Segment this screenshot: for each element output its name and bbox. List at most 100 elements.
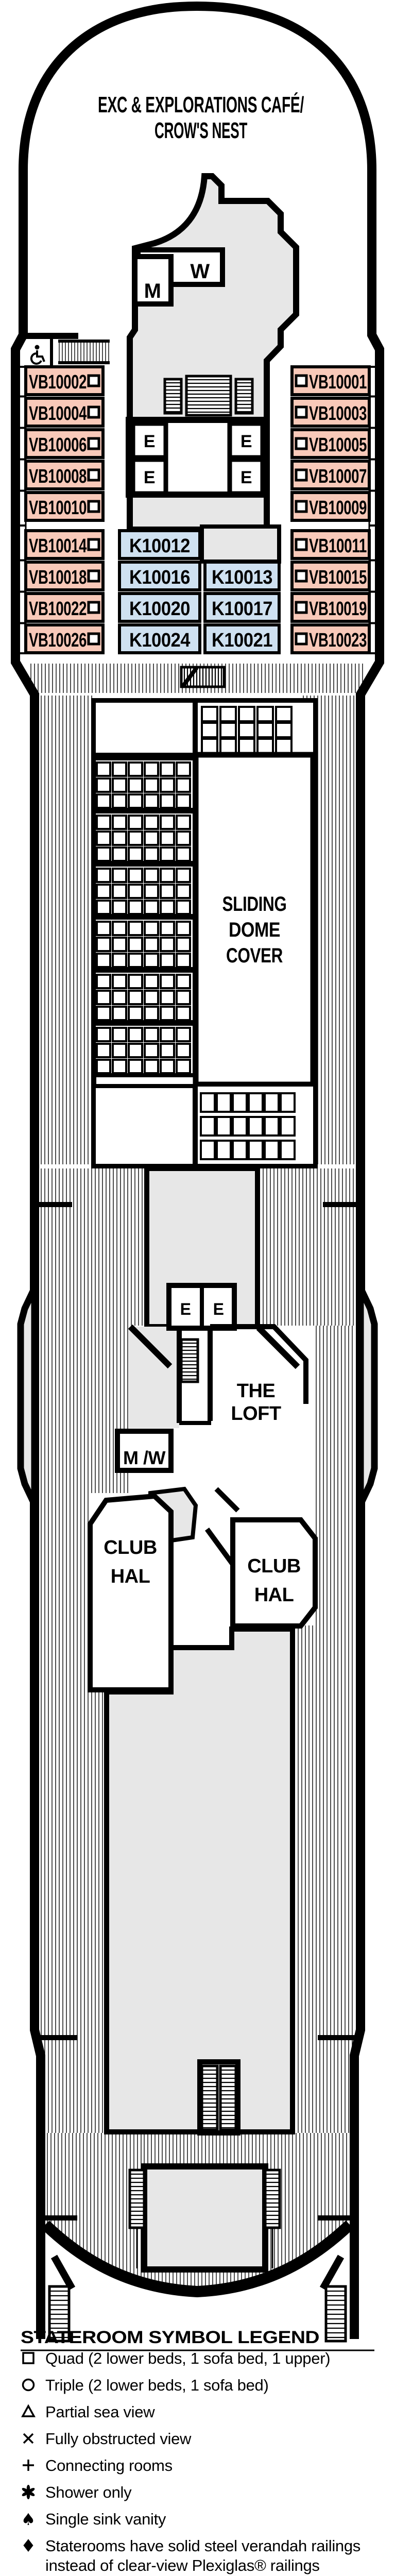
quad-symbol: [87, 500, 100, 513]
forward-stair-center[interactable]: [185, 375, 232, 417]
lounger-group: [92, 809, 197, 865]
stern-deck-slats-center-top: [144, 2133, 264, 2165]
quad-symbol: [295, 468, 308, 482]
cabin-K10017[interactable]: K10017: [203, 592, 281, 623]
cabin-K10012[interactable]: K10012: [118, 529, 201, 560]
deck-lounger: [200, 1116, 216, 1137]
pool-label-line3: COVER: [226, 944, 283, 967]
lounger-group: [92, 969, 197, 1024]
cabin-K10013[interactable]: K10013: [203, 561, 281, 591]
cabin-VB10008[interactable]: VB10008: [24, 460, 105, 490]
cabin-VB10004[interactable]: VB10004: [24, 397, 105, 428]
deck-lounger: [238, 738, 255, 754]
legend-title: STATEROOM SYMBOL LEGEND: [21, 2328, 319, 2347]
legend-symbol-square-icon: [22, 2352, 35, 2364]
cabin-number: VB10023: [309, 630, 367, 651]
stern-corner-stair-left[interactable]: [48, 2285, 71, 2343]
sport-court: [141, 2163, 268, 2273]
deck-lounger: [264, 1140, 280, 1160]
deck-lounger: [256, 706, 274, 722]
legend-item-label: Partial sea view: [45, 2403, 155, 2421]
aft-gray-structure: [104, 1626, 295, 2134]
cabin-K10016[interactable]: K10016: [118, 561, 201, 591]
stern-corner-stair-right[interactable]: [324, 2285, 347, 2343]
cabin-number: VB10004: [29, 403, 87, 425]
legend-item: Partial sea view: [21, 2403, 156, 2421]
sport-court-ladder-left: [128, 2168, 146, 2229]
legend-symbol-plus-icon: [23, 2460, 34, 2471]
club-starboard-deck-slats: [316, 1517, 353, 1625]
cabin-VB10019[interactable]: VB10019: [290, 592, 371, 623]
elevator-cell-4[interactable]: [227, 457, 265, 496]
legend-symbol-circle-icon: [22, 2378, 35, 2392]
loft-label-line2: LOFT: [231, 1403, 281, 1425]
cabin-number: VB10014: [29, 535, 87, 557]
deck-lounger: [256, 722, 274, 738]
cabin-VB10001[interactable]: VB10001: [290, 365, 371, 396]
cabin-VB10022[interactable]: VB10022: [24, 592, 105, 623]
elevator-cell-2[interactable]: [130, 457, 168, 496]
port-pod: [17, 1286, 38, 1506]
cabins-layer: VB10002VB10004VB10006VB10008VB10010VB100…: [24, 365, 371, 654]
cabin-K10021[interactable]: K10021: [203, 623, 281, 654]
elevator-cell-3[interactable]: [227, 421, 265, 460]
deck-lounger: [275, 722, 293, 738]
quad-symbol: [295, 405, 308, 419]
forward-stair-right[interactable]: [234, 378, 254, 415]
quad-symbol: [295, 500, 308, 513]
lido-box-top-left: [92, 699, 197, 757]
cabin-VB10018[interactable]: VB10018: [24, 561, 105, 591]
cabin-VB10026[interactable]: VB10026: [24, 623, 105, 654]
cabin-number: K10020: [129, 598, 190, 620]
pool-label-line1: SLIDING: [222, 893, 287, 916]
cabin-VB10015[interactable]: VB10015: [290, 561, 371, 591]
deck-lounger: [256, 738, 274, 754]
deck-lounger: [248, 1140, 264, 1160]
deck-lounger: [275, 706, 293, 722]
lounger-grid-top-right: [201, 706, 293, 754]
quad-symbol: [87, 538, 100, 551]
legend-symbol-spade-icon: ♠: [21, 2510, 36, 2529]
deck-lounger: [280, 1140, 296, 1160]
cabin-number: VB10011: [309, 535, 367, 557]
cabin-K10020[interactable]: K10020: [118, 592, 201, 623]
quad-symbol: [87, 374, 100, 387]
cabin-VB10014[interactable]: VB10014: [24, 529, 105, 560]
quad-symbol: [295, 538, 308, 551]
hull-ticks: [35, 1202, 360, 2221]
deck-lounger: [275, 738, 293, 754]
cabin-VB10003[interactable]: VB10003: [290, 397, 371, 428]
stern-stair-flight-right[interactable]: [219, 2064, 237, 2131]
legend-item-label: Fully obstructed view: [45, 2430, 192, 2448]
elevator-label: E: [180, 1300, 191, 1318]
forward-stair-left[interactable]: [163, 378, 183, 415]
cabin-VB10023[interactable]: VB10023: [290, 623, 371, 654]
deck-lounger: [248, 1092, 264, 1113]
cabin-VB10002[interactable]: VB10002: [24, 365, 105, 396]
cabin-K10024[interactable]: K10024: [118, 623, 201, 654]
aft-port-deck-slats: [41, 1671, 107, 2133]
cabin-VB10011[interactable]: VB10011: [290, 529, 371, 560]
cabin-VB10009[interactable]: VB10009: [290, 491, 371, 522]
loft-stair[interactable]: [180, 1338, 199, 1383]
walkway-stair[interactable]: [180, 666, 226, 688]
cabin-number: K10024: [129, 630, 190, 651]
restroom-mw-label: M /W: [123, 1447, 165, 1468]
quad-symbol: [87, 468, 100, 482]
cabin-VB10006[interactable]: VB10006: [24, 428, 105, 459]
cabin-number: VB10015: [309, 567, 367, 588]
cabin-number: VB10019: [309, 598, 367, 620]
deck-lounger: [216, 1116, 232, 1137]
cabin-VB10007[interactable]: VB10007: [290, 460, 371, 490]
cabin-VB10005[interactable]: VB10005: [290, 428, 371, 459]
cabin-number: VB10002: [29, 371, 87, 393]
lido-port-deck-slats: [41, 696, 92, 1164]
stern-stair-flight-left[interactable]: [200, 2064, 219, 2131]
deck-lounger: [219, 738, 237, 754]
legend-item-label: Quad (2 lower beds, 1 sofa bed, 1 upper): [45, 2349, 330, 2367]
cabin-number: VB10009: [309, 497, 367, 519]
cabin-VB10010[interactable]: VB10010: [24, 491, 105, 522]
sport-court-ladder-right: [264, 2168, 281, 2229]
waist-port-deck-slats2: [41, 1326, 128, 1493]
